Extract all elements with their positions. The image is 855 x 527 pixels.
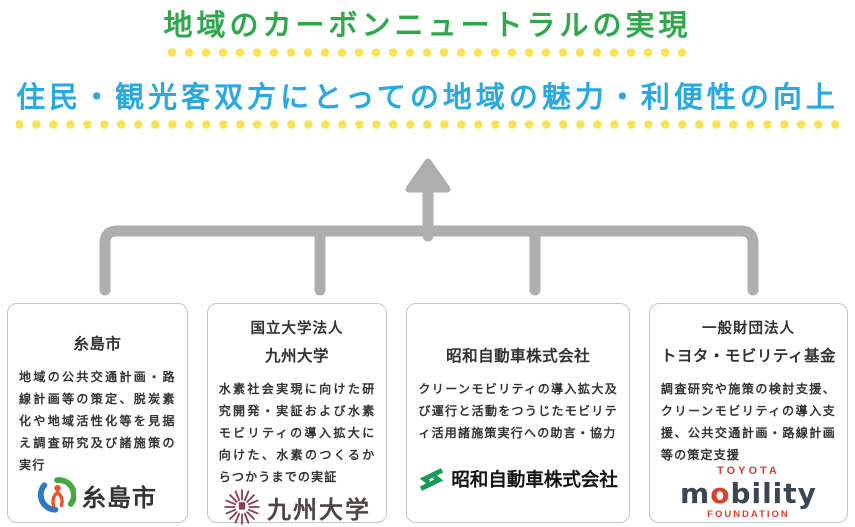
card-title-area: 一般財団法人 トヨタ・モビリティ基金 [661,316,836,370]
tmf-mobility-m: m [680,477,711,510]
tmf-toyota-text: TOYOTA [717,465,780,477]
partner-card-showa-motors: 昭和自動車株式会社 クリーンモビリティの導入拡大及び運行と活動をつうじたモビリテ… [406,303,630,523]
kyushu-university-logo: 九州大学 [219,488,376,526]
showa-motors-mark-icon [420,467,444,491]
org-type-label: 国立大学法人 [250,321,344,337]
goal-primary-heading: 地域のカーボンニュートラルの実現 [163,8,692,58]
goal-primary-text: 地域のカーボンニュートラルの実現 [163,10,692,42]
tmf-foundation-text: FOUNDATION [707,509,790,520]
partner-card-toyota-mobility-foundation: 一般財団法人 トヨタ・モビリティ基金 調査研究や施策の検討支援、クリーンモビリテ… [648,303,848,523]
org-name-label: 九州大学 [265,348,330,365]
tmf-wordmark: TOYOTA mobility FOUNDATION [680,466,817,520]
org-name-label: 昭和自動車株式会社 [446,348,591,365]
kyushu-university-emblem-icon [224,489,260,525]
partner-card-kyushu-university: 国立大学法人 九州大学 水素社会実現に向けた研究開発・実証および水素モビリティの… [206,303,388,526]
org-description: クリーンモビリティの導入拡大及び運行と活動をつうじたモビリティ活用諸施策実行への… [418,382,618,440]
showa-motors-logo: 昭和自動車株式会社 [418,444,618,514]
tmf-mobility-o-red: o [710,477,731,510]
partner-card-itoshima: 糸島市 地域の公共交通計画・路線計画等の策定、脱炭素化や地域活性化等を見据え調査… [7,303,188,523]
org-name-label: トヨタ・モビリティ基金 [660,348,836,365]
goal-secondary-row: 住民・観光客双方にとっての地域の魅力・利便性の向上 [0,80,855,130]
bracket-line [99,225,759,296]
itoshima-logo: 糸島市 [19,476,176,514]
itoshima-logo-text: 糸島市 [81,484,157,512]
tmf-mobility-rest: bility [730,477,817,510]
partner-cards-row: 糸島市 地域の公共交通計画・路線計画等の策定、脱炭素化や地域活性化等を見据え調査… [7,303,848,526]
up-arrow-icon [405,158,451,193]
dotted-underline-primary [163,48,692,58]
org-name-label: 糸島市 [73,336,122,353]
card-title-area: 昭和自動車株式会社 [446,316,590,370]
goal-secondary-text: 住民・観光客双方にとっての地域の魅力・利便性の向上 [16,82,839,114]
org-description: 調査研究や施策の検討支援、クリーンモビリティの導入支援、公共交通計画・路線計画等… [660,382,836,462]
kyushu-logo-text: 九州大学 [267,496,372,524]
itoshima-city-emblem-icon [37,477,76,513]
goal-secondary-heading: 住民・観光客双方にとっての地域の魅力・利便性の向上 [16,80,839,130]
org-description: 水素社会実現に向けた研究開発・実証および水素モビリティの導入拡大に向けた、水素の… [218,382,376,484]
org-type-label: 一般財団法人 [701,321,795,337]
tmf-mobility-text: mobility [680,480,817,508]
card-title-area: 国立大学法人 九州大学 [251,316,344,370]
dotted-underline-secondary [16,120,839,130]
org-description: 地域の公共交通計画・路線計画等の策定、脱炭素化や地域活性化等を見据え調査研究及び… [19,370,176,472]
showa-logo-text: 昭和自動車株式会社 [451,469,618,490]
card-title-area: 糸島市 [73,316,121,358]
goal-primary-row: 地域のカーボンニュートラルの実現 [0,8,855,58]
toyota-mobility-foundation-logo: TOYOTA mobility FOUNDATION [661,466,836,520]
